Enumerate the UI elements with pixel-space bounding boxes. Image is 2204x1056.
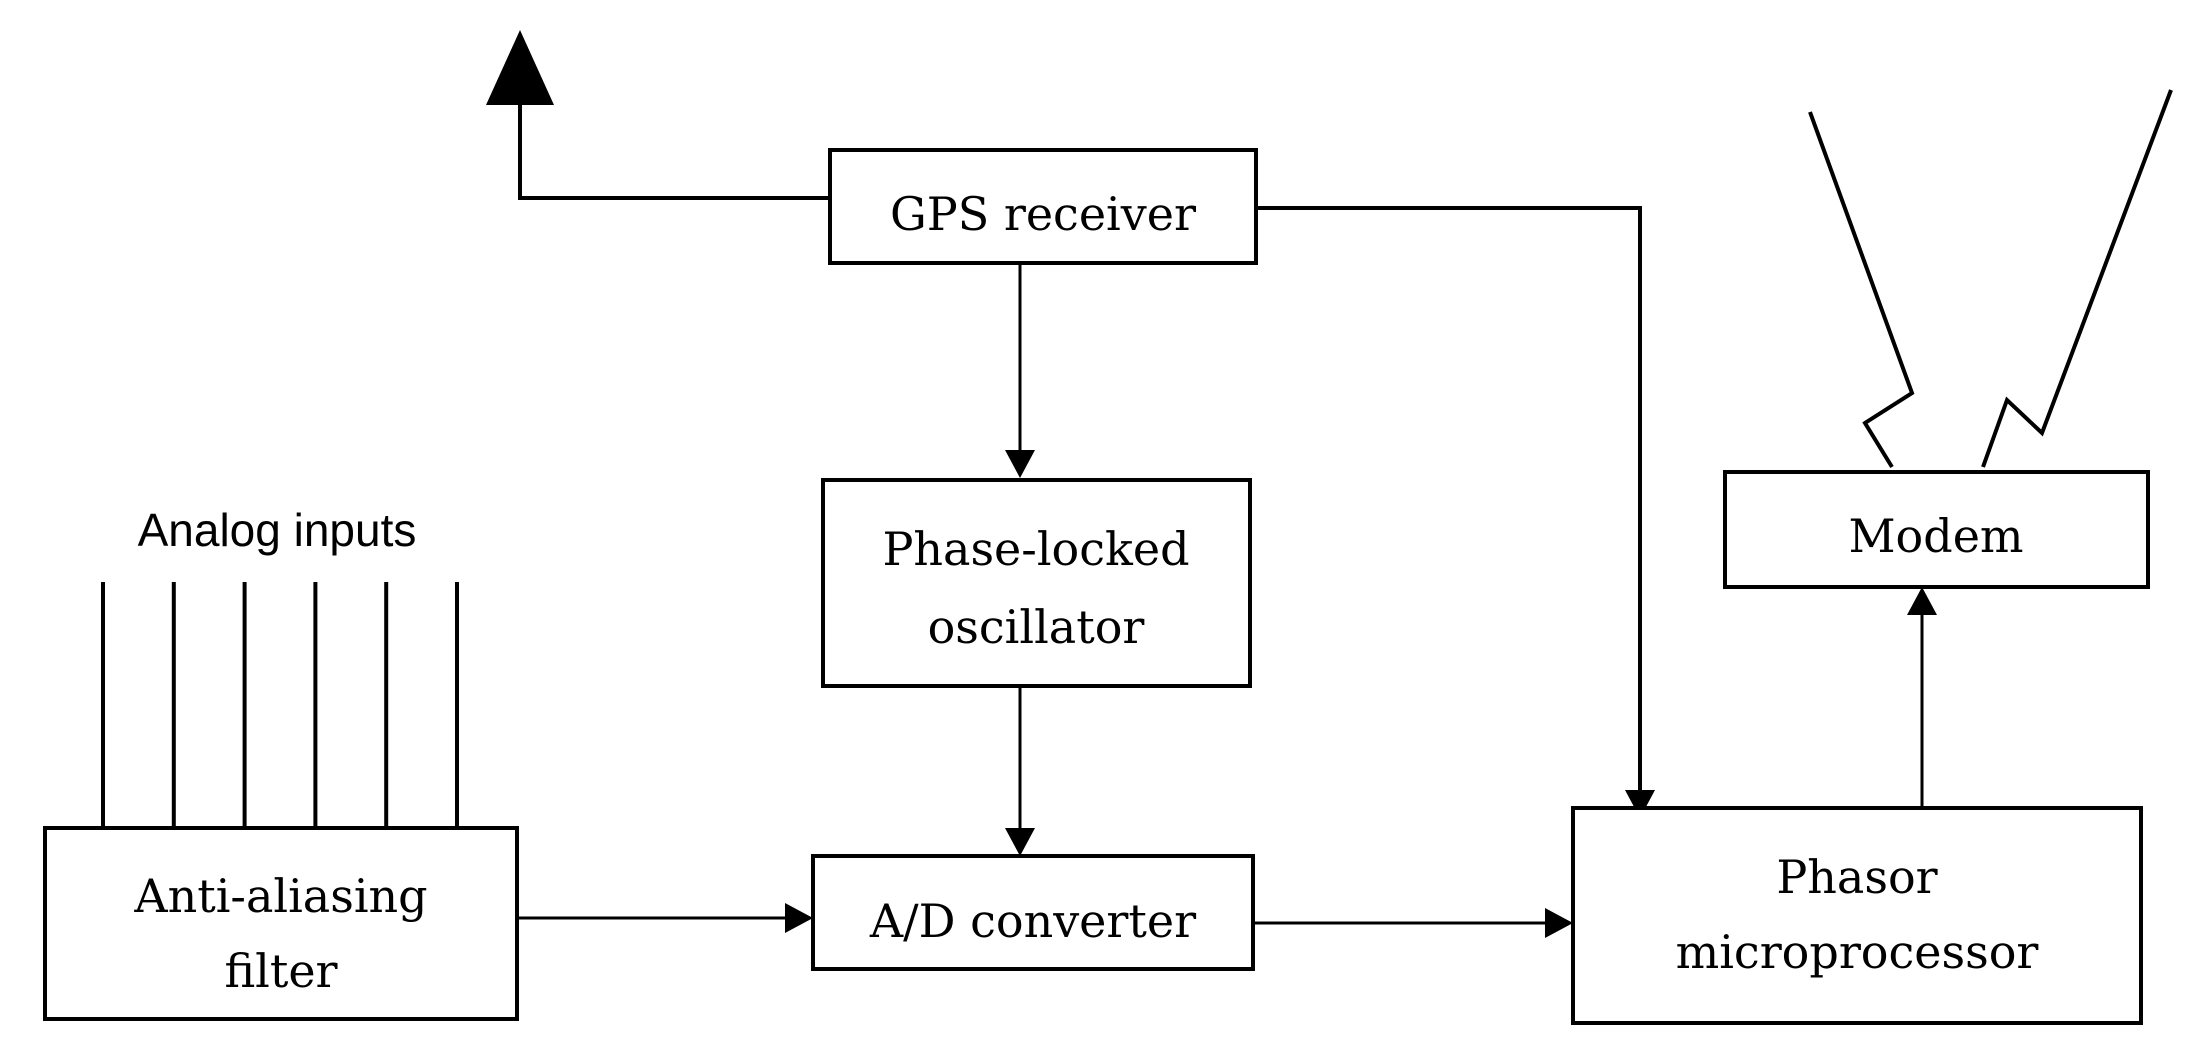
filter-label-line1: Anti-aliasing (133, 869, 427, 923)
anti-aliasing-filter-block: Anti-aliasing filter (43, 826, 519, 1021)
ad-converter-block: A/D converter (811, 854, 1255, 971)
analog-input-lines (101, 582, 459, 828)
communication-signal-icon (1808, 89, 2173, 469)
phasor-to-modem-arrow (1907, 587, 1937, 808)
gps-antenna (486, 30, 830, 200)
filter-label-line2: filter (224, 944, 337, 998)
phasor-label-line1: Phasor (1776, 850, 1937, 904)
phasor-label-line2: microprocessor (1676, 925, 2039, 979)
modem-block: Modem (1723, 470, 2150, 589)
plo-label-line1: Phase-locked (882, 522, 1189, 576)
gps-receiver-block: GPS receiver (828, 148, 1258, 265)
modem-label: Modem (1848, 509, 2023, 563)
ad-to-phasor-arrow (1253, 908, 1573, 938)
plo-to-ad-arrow (1005, 686, 1035, 856)
ad-converter-label: A/D converter (869, 894, 1196, 948)
gps-to-plo-arrow (1005, 263, 1035, 478)
phase-locked-oscillator-block: Phase-locked oscillator (821, 478, 1252, 688)
analog-inputs-label: Analog inputs (138, 504, 417, 556)
filter-to-ad-arrow (517, 903, 813, 933)
gps-receiver-label: GPS receiver (890, 187, 1196, 241)
antenna-arrow-icon (486, 30, 554, 105)
phasor-microprocessor-block: Phasor microprocessor (1571, 806, 2143, 1025)
gps-to-phasor-arrow (1256, 206, 1655, 818)
analog-inputs: Analog inputs (101, 504, 459, 828)
plo-label-line2: oscillator (928, 600, 1145, 654)
